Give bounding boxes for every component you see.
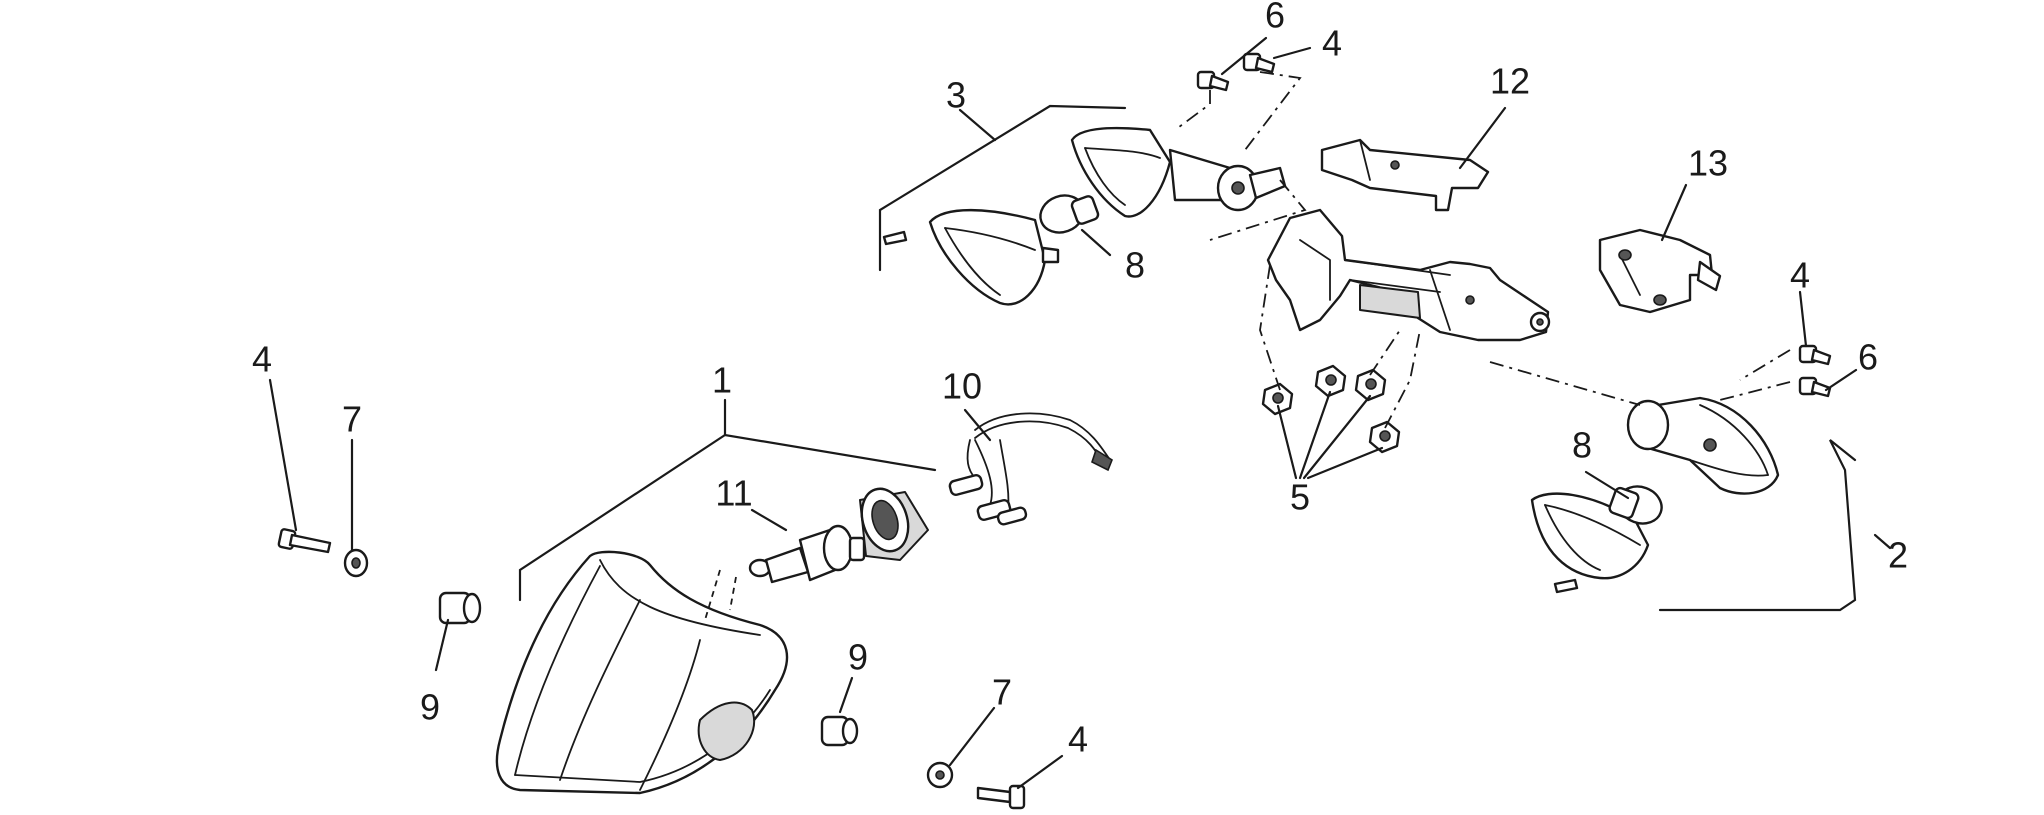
right-indicator-bulb: [1608, 485, 1663, 525]
rubber-bushing-left: [438, 591, 482, 625]
callout-7-left: 7: [342, 399, 362, 440]
callout-7-bottom: 7: [992, 672, 1012, 713]
callout-1: 1: [712, 360, 732, 401]
callout-11: 11: [715, 473, 752, 514]
callout-4-right: 4: [1790, 255, 1810, 296]
main-mounting-bracket: [1266, 208, 1551, 342]
left-indicator-lens: [928, 208, 1060, 306]
callout-6-top: 6: [1265, 0, 1285, 36]
assembly-lines: [704, 71, 1791, 621]
nut-2: [1314, 364, 1347, 398]
callout-4-top: 4: [1322, 23, 1342, 64]
callout-4-far-left: 4: [252, 339, 272, 380]
wiring-harness: [948, 412, 1113, 526]
left-indicator-housing: [1070, 126, 1287, 218]
callout-12: 12: [1490, 61, 1530, 102]
leader-lines: [268, 36, 1892, 790]
callout-5: 5: [1290, 477, 1310, 518]
callout-6-right: 6: [1858, 337, 1878, 378]
nut-4: [1368, 420, 1401, 454]
right-indicator-screw: [1553, 578, 1579, 594]
right-indicator-housing: [1626, 396, 1780, 495]
callout-4-bottom: 4: [1068, 719, 1088, 760]
callout-13: 13: [1688, 143, 1728, 184]
washer-left: [343, 548, 369, 578]
callout-labels: 1 2 3 4 4 4 4 5 6 6 7 7 8 8 9 9 10 11 12…: [252, 0, 1908, 760]
left-indicator-screw: [882, 230, 908, 246]
callout-2: 2: [1888, 535, 1908, 576]
bracket-13: [1598, 228, 1722, 314]
callout-9-left: 9: [420, 687, 440, 728]
callout-8-left: 8: [1125, 245, 1145, 286]
bracket-12: [1320, 138, 1490, 212]
screw-bottom: [976, 784, 1026, 810]
fixing-screw-top-right: [1242, 52, 1276, 74]
headlight-housing: [495, 550, 789, 795]
fixing-screw-top-left: [1196, 70, 1230, 92]
rubber-boot: [859, 487, 929, 561]
headlight-bulb: [748, 524, 866, 584]
callout-3: 3: [946, 75, 966, 116]
screw-left: [277, 528, 332, 554]
rubber-bushing-right: [820, 715, 859, 747]
callout-8-right: 8: [1572, 425, 1592, 466]
callout-10: 10: [942, 366, 982, 407]
fixing-screw-right-upper: [1798, 344, 1832, 366]
nut-1: [1261, 382, 1294, 416]
fixing-screw-right-lower: [1798, 376, 1832, 398]
callout-9-right: 9: [848, 637, 868, 678]
washer-bottom: [926, 761, 954, 789]
left-indicator-bulb: [1039, 194, 1100, 234]
